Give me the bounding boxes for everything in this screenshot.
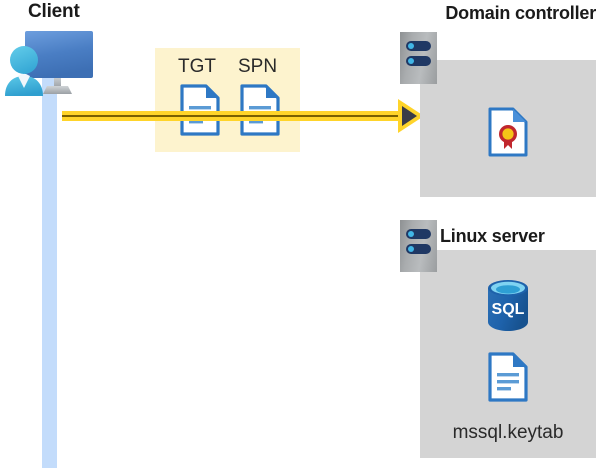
spn-document-icon xyxy=(240,84,280,136)
rack-led-dot xyxy=(408,43,414,49)
flow-arrow-inner xyxy=(62,115,414,117)
rack-led-dot xyxy=(408,58,414,64)
domain-controller-server-rack-icon xyxy=(400,32,437,84)
keytab-document-icon xyxy=(488,352,528,402)
linux-server-rack-icon xyxy=(400,220,437,272)
spn-label: SPN xyxy=(238,56,278,77)
tgt-label: TGT xyxy=(178,56,216,77)
sql-database-icon: SQL xyxy=(482,278,534,332)
rack-led-pill xyxy=(406,229,431,239)
flow-arrow-line xyxy=(62,111,414,121)
client-icon xyxy=(2,28,98,98)
client-title: Client xyxy=(28,1,80,22)
flow-arrow-head-icon xyxy=(398,98,424,134)
rack-led-dot xyxy=(408,231,414,237)
tgt-document-icon xyxy=(180,84,220,136)
domain-controller-title: Domain controller xyxy=(445,3,596,23)
keytab-filename-label: mssql.keytab xyxy=(452,422,564,443)
rack-led-pill xyxy=(406,56,431,66)
rack-led-pill xyxy=(406,41,431,51)
rack-led-pill xyxy=(406,244,431,254)
client-lifeline xyxy=(42,76,57,468)
linux-server-title: Linux server xyxy=(440,226,545,246)
certificate-document-icon xyxy=(488,107,528,157)
rack-led-dot xyxy=(408,246,414,252)
sql-icon-label: SQL xyxy=(492,301,525,318)
